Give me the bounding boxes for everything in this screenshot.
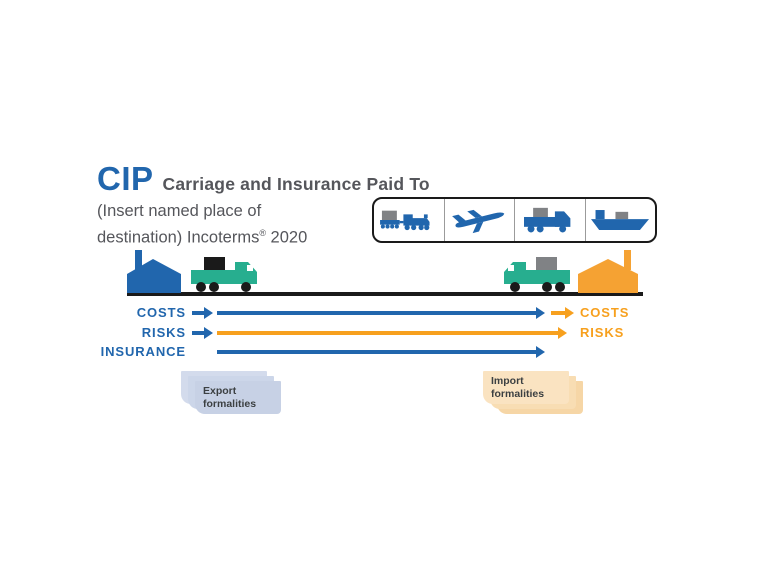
timeline-line <box>127 292 643 296</box>
import-formalities-stack: Import formalities <box>483 371 593 417</box>
subtitle-line2: destination) Incoterms® 2020 <box>97 227 308 247</box>
costs-start-arrow <box>192 307 213 319</box>
mode-cell-sea <box>586 199 656 241</box>
mode-cell-rail <box>374 199 445 241</box>
export-formalities-stack: Export formalities <box>181 371 291 417</box>
export-formalities-label: Export formalities <box>203 385 257 410</box>
incoterm-acronym: CIP <box>97 160 154 197</box>
import-truck-icon <box>504 257 570 292</box>
risks-start-arrow <box>192 327 213 339</box>
costs-left-label: COSTS <box>136 305 186 320</box>
risks-buyer-arrow <box>217 327 567 339</box>
insurance-seller-arrow <box>217 346 545 358</box>
registered-trademark: ® <box>259 227 266 238</box>
costs-buyer-arrow <box>551 307 574 319</box>
seller-factory-icon <box>127 250 181 293</box>
mode-cell-road <box>515 199 586 241</box>
risks-right-label: RISKS <box>580 325 625 340</box>
export-paper-front: Export formalities <box>195 381 281 414</box>
transport-modes-box <box>372 197 657 243</box>
plane-icon <box>452 209 505 234</box>
import-paper-front: Import formalities <box>483 371 569 404</box>
subtitle-line1: (Insert named place of <box>97 202 262 220</box>
buyer-warehouse-icon <box>578 250 638 293</box>
mode-cell-air <box>445 199 515 241</box>
import-formalities-label: Import formalities <box>491 375 545 400</box>
incoterm-subtitle: (Insert named place of destination) Inco… <box>97 201 387 249</box>
costs-right-label: COSTS <box>580 305 630 320</box>
risks-left-label: RISKS <box>141 325 186 340</box>
page-title: CIP Carriage and Insurance Paid To <box>97 160 430 198</box>
insurance-left-label: INSURANCE <box>100 344 186 359</box>
costs-seller-arrow <box>217 307 545 319</box>
incoterm-name: Carriage and Insurance Paid To <box>162 174 430 194</box>
ship-icon <box>591 210 650 230</box>
export-truck-icon <box>191 257 257 292</box>
truck-icon <box>523 207 571 232</box>
train-icon <box>379 210 430 231</box>
